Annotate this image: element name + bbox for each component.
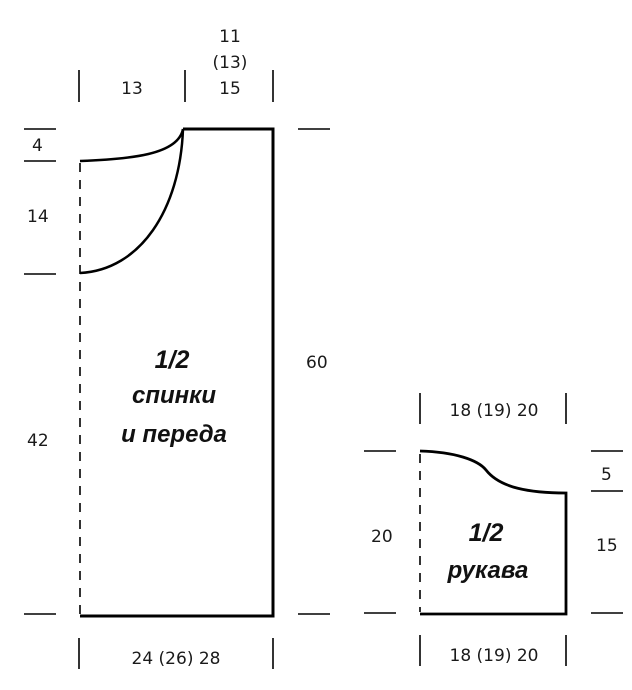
body-front-neck-depth-label: 14 <box>27 207 49 227</box>
body-piece-title-line2: спинки <box>132 382 216 409</box>
body-left-ticks <box>24 128 56 615</box>
body-top-ticks <box>78 70 274 102</box>
sleeve-bottom-ticks <box>419 635 567 666</box>
body-shoulder-width-label-1: 11 <box>219 27 241 47</box>
sleeve-left-ticks <box>364 450 396 614</box>
sleeve-piece-title-fraction: 1/2 <box>468 519 504 547</box>
body-bottom-width-label: 24 (26) 28 <box>131 649 221 669</box>
sleeve-bottom-width-label: 18 (19) 20 <box>449 646 539 666</box>
sleeve-piece-title-line2: рукава <box>447 557 529 584</box>
body-piece-title-line3: и переда <box>121 421 227 448</box>
body-top-left-width-label: 13 <box>121 79 143 99</box>
body-total-height-label: 60 <box>306 353 328 373</box>
sleeve-top-width-label: 18 (19) 20 <box>449 401 539 421</box>
sleeve-top-ticks <box>419 393 567 424</box>
sleeve-left-height-label: 20 <box>371 527 393 547</box>
sleeve-right-ticks <box>591 450 623 614</box>
sleeve-cap-height-label: 5 <box>601 465 612 485</box>
body-piece-title-fraction: 1/2 <box>154 346 190 374</box>
body-shoulder-width-label-2: (13) <box>212 53 248 73</box>
body-lower-height-label: 42 <box>27 431 49 451</box>
body-piece-outline <box>79 127 275 618</box>
sleeve-right-height-label: 15 <box>596 536 618 556</box>
body-shoulder-width-label-3: 15 <box>219 79 241 99</box>
body-bottom-ticks <box>78 638 274 669</box>
sleeve-piece-outline <box>419 449 568 616</box>
body-back-neck-depth-label: 4 <box>32 136 43 156</box>
body-right-ticks <box>298 128 330 615</box>
